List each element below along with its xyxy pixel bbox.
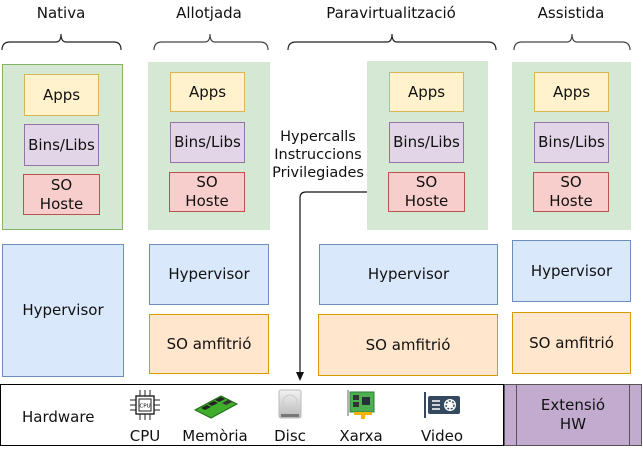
brace-assistida [513, 33, 631, 51]
apps-layer: Apps [389, 72, 464, 112]
hypervisor-paravirtualitzacio: Hypervisor [319, 244, 498, 305]
brace-nativa [1, 33, 122, 51]
brace-paravirtualitzacio [287, 33, 497, 51]
apps-layer: Apps [24, 74, 99, 116]
network-card-icon [347, 390, 375, 419]
svg-text:CPU: CPU [139, 404, 150, 410]
hardware-item-label: Video [420, 427, 464, 445]
hardware-item-memoria: Memòria [182, 388, 248, 445]
bins-libs-layer: Bins/Libs [170, 122, 245, 163]
hardware-label: Hardware [22, 408, 95, 426]
bins-libs-layer: Bins/Libs [389, 122, 464, 163]
hypervisor-assistida: Hypervisor [512, 240, 631, 302]
video-card-icon [424, 392, 460, 418]
host-os-allotjada: SO amfitrió [149, 314, 269, 374]
hw-extension-divider-left [516, 384, 517, 446]
apps-layer: Apps [534, 72, 609, 112]
hypervisor-nativa: Hypervisor [2, 244, 124, 377]
hardware-item-video: Video [418, 388, 466, 445]
column-title-allotjada: Allotjada [176, 4, 242, 22]
bins-libs-layer: Bins/Libs [534, 122, 609, 163]
column-title-assistida: Assistida [537, 4, 605, 22]
hardware-item-label: Disc [274, 427, 306, 445]
host-os-assistida: SO amfitrió [512, 312, 631, 374]
brace-allotjada [153, 33, 269, 51]
column-title-paravirtualitzacio: Paravirtualització [326, 4, 456, 22]
hypervisor-allotjada: Hypervisor [149, 244, 269, 305]
hardware-item-disc: Disc [270, 388, 310, 445]
hw-extension-box: Extensió HW [504, 384, 642, 446]
hardware-item-label: Xarxa [339, 427, 383, 445]
column-braces [1, 33, 631, 51]
disk-icon [278, 389, 302, 419]
bins-libs-layer: Bins/Libs [24, 124, 99, 166]
guest-os-layer: SO Hoste [533, 172, 609, 212]
guest-os-layer: SO Hoste [23, 174, 100, 215]
hardware-item-label: Memòria [182, 427, 248, 445]
memory-icon [193, 395, 239, 419]
column-title-nativa: Nativa [36, 4, 86, 22]
hardware-bar [0, 384, 504, 446]
apps-layer: Apps [170, 72, 245, 112]
guest-os-layer: SO Hoste [388, 172, 465, 212]
hardware-item-xarxa: Xarxa [336, 388, 386, 445]
guest-os-layer: SO Hoste [169, 172, 245, 212]
hypercalls-annotation: Hypercalls Instruccions Privilegiades [272, 129, 364, 181]
hardware-item-label: CPU [129, 427, 161, 445]
host-os-paravirtualitzacio: SO amfitrió [318, 314, 498, 376]
hw-extension-divider-right [629, 384, 630, 446]
cpu-icon: CPU [130, 390, 160, 420]
hardware-item-cpu: CPU CPU [124, 388, 166, 445]
